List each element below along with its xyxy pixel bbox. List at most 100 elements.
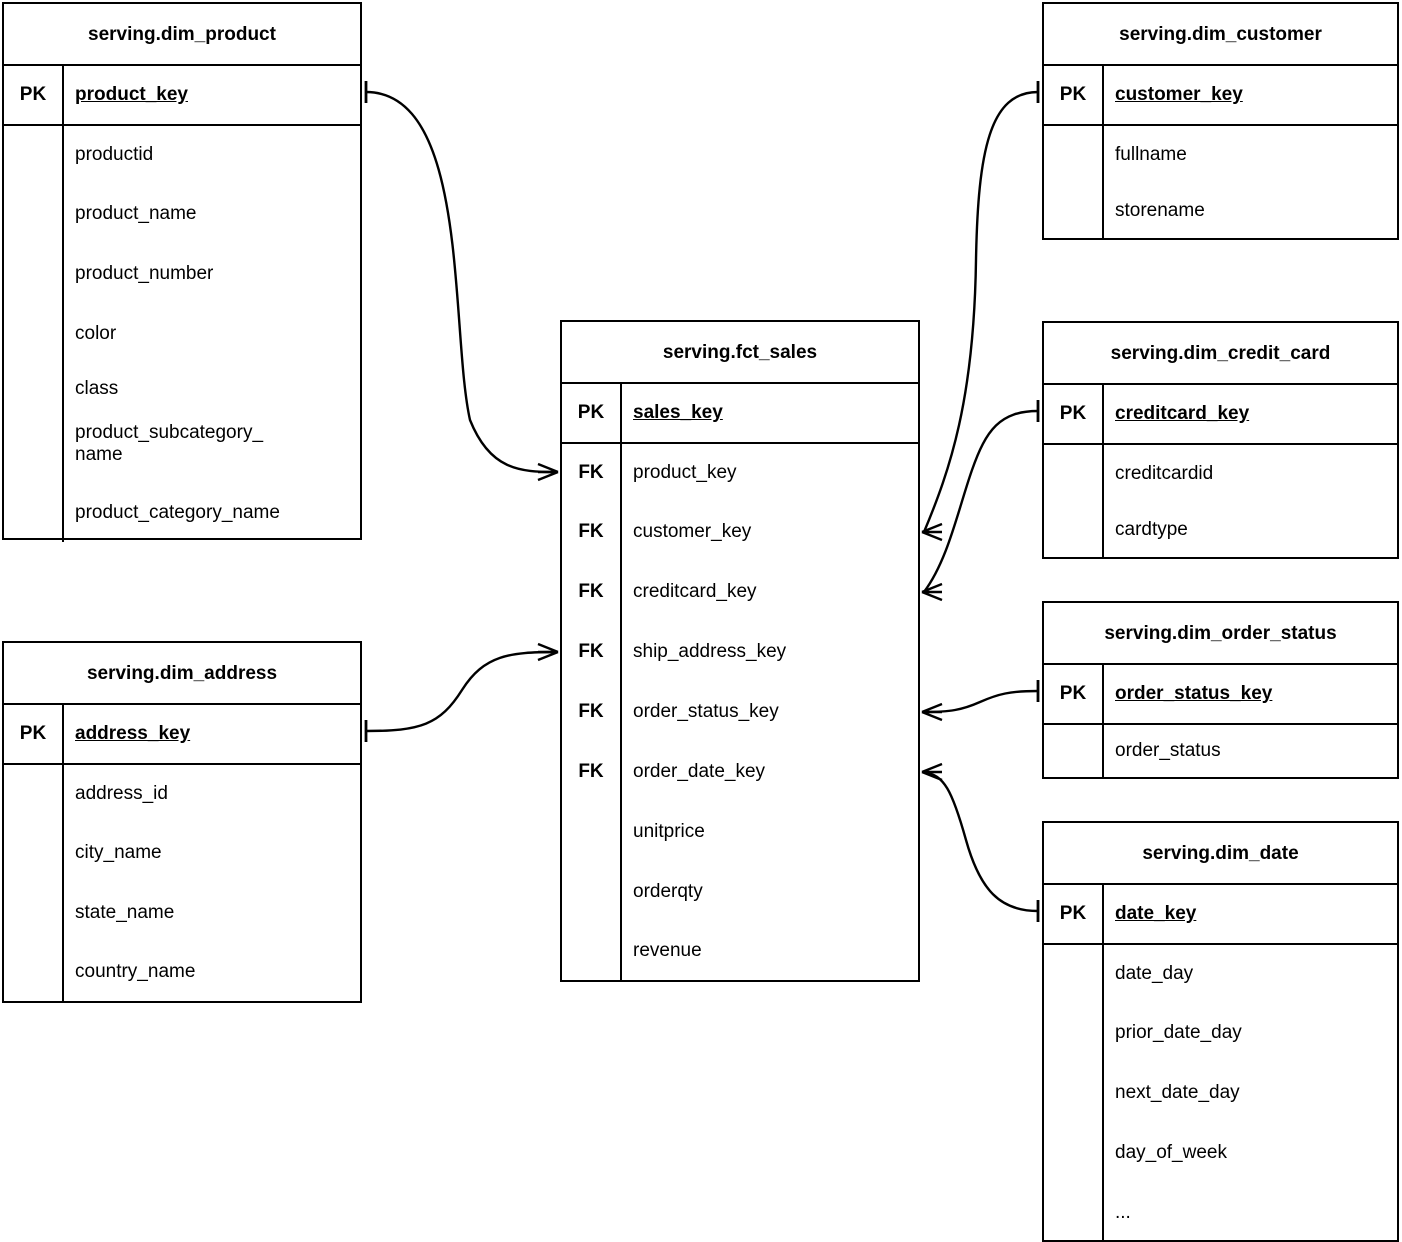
- key-badge: [1044, 1123, 1104, 1183]
- field-name: ...: [1115, 1202, 1131, 1223]
- field-name: revenue: [633, 940, 702, 961]
- key-badge: FK: [562, 622, 622, 682]
- table-row[interactable]: FK creditcard_key: [562, 562, 918, 622]
- table-row[interactable]: order_status: [1044, 723, 1397, 777]
- table-row[interactable]: revenue: [562, 922, 918, 980]
- key-badge: PK: [4, 705, 64, 763]
- field-name: creditcard_key: [633, 581, 757, 602]
- entity-fct-sales[interactable]: serving.fct_sales PK sales_key FK produc…: [560, 320, 920, 982]
- key-badge: [1044, 503, 1104, 557]
- entity-dim-credit-card[interactable]: serving.dim_credit_card PK creditcard_ke…: [1042, 321, 1399, 559]
- field-name: class: [75, 378, 119, 399]
- table-row[interactable]: PK product_key: [4, 64, 360, 124]
- key-badge: [4, 883, 64, 943]
- key-badge: PK: [1044, 66, 1104, 124]
- crowsfoot-sales-orderstatus: [921, 702, 943, 722]
- table-row[interactable]: storename: [1044, 184, 1397, 238]
- table-row[interactable]: product_category_name: [4, 484, 360, 542]
- field-name: storename: [1115, 200, 1205, 221]
- key-badge: [4, 126, 64, 184]
- relationship-customer-to-sales: [921, 81, 1040, 542]
- table-row[interactable]: product_subcategory_name: [4, 414, 360, 484]
- key-badge: FK: [562, 682, 622, 742]
- field-name: productid: [75, 144, 154, 165]
- field-name: state_name: [75, 902, 175, 923]
- table-row[interactable]: FK product_key: [562, 442, 918, 502]
- table-row[interactable]: FK customer_key: [562, 502, 918, 562]
- table-row[interactable]: color: [4, 304, 360, 364]
- field-name: unitprice: [633, 821, 705, 842]
- field-name: product_name: [75, 203, 197, 224]
- field-name: creditcardid: [1115, 463, 1214, 484]
- table-row[interactable]: product_name: [4, 184, 360, 244]
- table-row[interactable]: productid: [4, 124, 360, 184]
- table-row[interactable]: date_day: [1044, 943, 1397, 1003]
- table-row[interactable]: PK customer_key: [1044, 64, 1397, 124]
- field-name: order_status: [1115, 740, 1221, 761]
- field-name: product_key: [633, 462, 737, 483]
- key-badge: FK: [562, 562, 622, 622]
- table-row[interactable]: PK creditcard_key: [1044, 383, 1397, 443]
- entity-dim-order-status[interactable]: serving.dim_order_status PK order_status…: [1042, 601, 1399, 779]
- entity-dim-product[interactable]: serving.dim_product PK product_key produ…: [2, 2, 362, 542]
- key-badge: PK: [1044, 385, 1104, 443]
- table-row[interactable]: ...: [1044, 1183, 1397, 1242]
- relationship-date-to-sales: [921, 762, 1040, 922]
- key-badge: PK: [1044, 885, 1104, 943]
- table-row[interactable]: PK address_key: [4, 703, 360, 763]
- key-badge: [4, 765, 64, 823]
- field-name: color: [75, 323, 117, 344]
- field-name: date_key: [1115, 903, 1197, 924]
- table-row[interactable]: orderqty: [562, 862, 918, 922]
- table-row[interactable]: unitprice: [562, 802, 918, 862]
- table-row[interactable]: address_id: [4, 763, 360, 823]
- relationship-orderstatus-to-sales: [921, 680, 1040, 722]
- entity-title: serving.fct_sales: [662, 341, 818, 363]
- entity-rows: PK date_key date_day prior_date_day next…: [1044, 883, 1397, 1242]
- field-name: prior_date_day: [1115, 1022, 1242, 1043]
- field-name: fullname: [1115, 144, 1187, 165]
- table-row[interactable]: PK date_key: [1044, 883, 1397, 943]
- crowsfoot-sales-creditcard: [921, 582, 943, 602]
- table-row[interactable]: day_of_week: [1044, 1123, 1397, 1183]
- table-row[interactable]: FK ship_address_key: [562, 622, 918, 682]
- key-badge: [4, 943, 64, 1001]
- field-name: next_date_day: [1115, 1082, 1240, 1103]
- entity-title: serving.dim_address: [86, 662, 278, 684]
- key-badge: [1044, 1183, 1104, 1242]
- field-name: cardtype: [1115, 519, 1188, 540]
- table-row[interactable]: FK order_status_key: [562, 682, 918, 742]
- table-row[interactable]: state_name: [4, 883, 360, 943]
- table-row[interactable]: PK order_status_key: [1044, 663, 1397, 723]
- key-badge: [562, 862, 622, 922]
- table-row[interactable]: city_name: [4, 823, 360, 883]
- key-badge: [1044, 445, 1104, 503]
- field-name: country_name: [75, 961, 196, 982]
- entity-rows: PK customer_key fullname storename: [1044, 64, 1397, 238]
- key-badge: PK: [4, 66, 64, 124]
- table-row[interactable]: cardtype: [1044, 503, 1397, 557]
- field-name: order_status_key: [633, 701, 779, 722]
- field-name: order_status_key: [1115, 683, 1273, 704]
- table-row[interactable]: country_name: [4, 943, 360, 1001]
- table-row[interactable]: fullname: [1044, 124, 1397, 184]
- field-name: product_category_name: [75, 502, 280, 523]
- table-row[interactable]: PK sales_key: [562, 382, 918, 442]
- table-row[interactable]: class: [4, 364, 360, 414]
- table-row[interactable]: creditcardid: [1044, 443, 1397, 503]
- entity-dim-customer[interactable]: serving.dim_customer PK customer_key ful…: [1042, 2, 1399, 240]
- entity-title: serving.dim_customer: [1119, 23, 1322, 45]
- table-row[interactable]: FK order_date_key: [562, 742, 918, 802]
- key-badge: [1044, 1003, 1104, 1063]
- table-row[interactable]: prior_date_day: [1044, 1003, 1397, 1063]
- field-name: customer_key: [633, 521, 752, 542]
- key-badge: FK: [562, 444, 622, 502]
- table-row[interactable]: product_number: [4, 244, 360, 304]
- key-badge: [4, 484, 64, 542]
- entity-rows: PK creditcard_key creditcardid cardtype: [1044, 383, 1397, 557]
- field-name: product_number: [75, 263, 214, 284]
- key-badge: [562, 802, 622, 862]
- entity-dim-address[interactable]: serving.dim_address PK address_key addre…: [2, 641, 362, 1003]
- entity-dim-date[interactable]: serving.dim_date PK date_key date_day pr…: [1042, 821, 1399, 1242]
- table-row[interactable]: next_date_day: [1044, 1063, 1397, 1123]
